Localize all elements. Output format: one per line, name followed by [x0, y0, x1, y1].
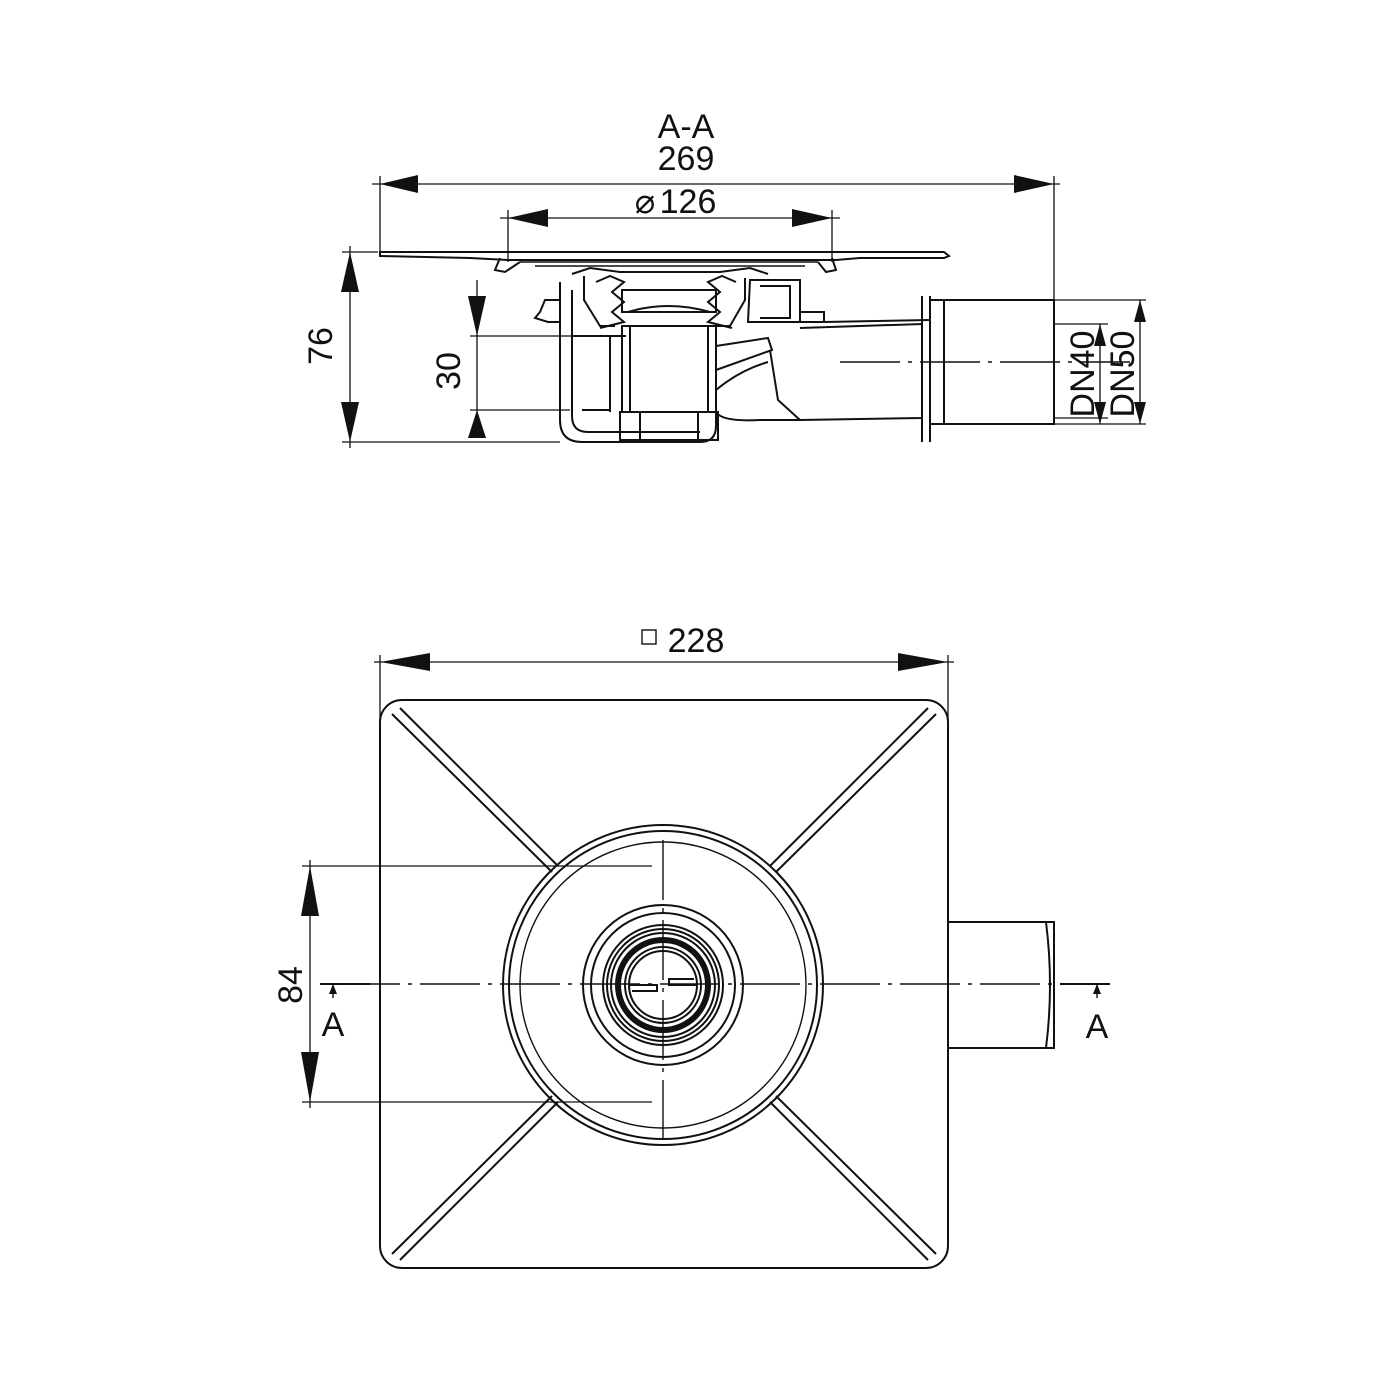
outlet-stub — [948, 921, 1055, 1049]
total-height-value: 76 — [302, 327, 340, 365]
diameter-symbol: ⌀ — [635, 183, 655, 221]
grate-diameter-dimension: ⌀ 126 — [500, 183, 840, 262]
overall-length-dimension: 269 — [372, 140, 1060, 300]
total-height-dimension: 76 — [302, 246, 560, 448]
center-to-edge-value: 84 — [272, 966, 310, 1004]
grate-diameter-value: 126 — [660, 183, 717, 221]
trap-insert — [582, 904, 744, 1066]
grate-plate — [379, 251, 951, 274]
section-mark-left: A — [320, 983, 370, 1044]
water-seal-dimension: 30 — [430, 280, 625, 438]
body-slope-lines — [391, 707, 937, 1261]
section-title: A-A — [658, 108, 715, 146]
outlet-outer-label: DN50 — [1104, 331, 1142, 418]
section-view: A-A 269 ⌀ 126 76 — [302, 108, 1146, 448]
body-square-dimension: 228 — [374, 622, 954, 740]
section-mark-left-label: A — [322, 1006, 345, 1044]
overall-length-value: 269 — [658, 140, 715, 178]
grate-outer-ring — [502, 824, 824, 1146]
section-mark-right-label: A — [1086, 1008, 1109, 1046]
center-to-edge-dimension: 84 — [272, 860, 652, 1108]
water-seal-value: 30 — [430, 352, 468, 390]
outlet-dimensions: DN40 DN50 — [1054, 299, 1146, 425]
trap-body — [533, 266, 825, 443]
top-view: 228 — [272, 622, 1110, 1269]
outlet-pipe — [799, 296, 1130, 442]
square-symbol-icon — [641, 629, 657, 645]
body-square-value: 228 — [668, 622, 725, 660]
section-mark-right: A — [1060, 983, 1110, 1046]
outlet-inner-label: DN40 — [1064, 331, 1102, 418]
